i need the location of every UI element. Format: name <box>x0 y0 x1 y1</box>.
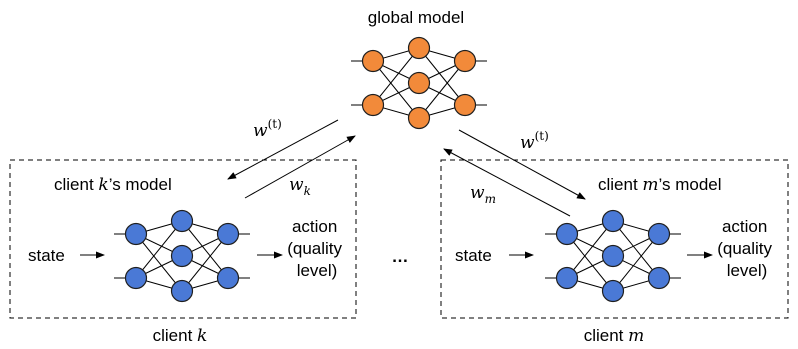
network-node <box>601 209 625 233</box>
network-node <box>601 244 625 268</box>
client-m-box <box>440 159 789 319</box>
network-node <box>647 266 671 290</box>
client-k-state-label: state <box>28 246 65 265</box>
upload-arrow-client-k <box>244 135 356 199</box>
network-node <box>170 209 194 233</box>
download-arrow-client-m <box>458 129 586 200</box>
network-node <box>361 93 385 117</box>
network-edge <box>181 233 229 292</box>
network-node <box>361 49 385 73</box>
network-edge <box>181 220 229 279</box>
network-edge <box>612 233 660 292</box>
upload-weight-label-k: wk <box>289 175 311 198</box>
network-node <box>216 222 240 246</box>
network-edge <box>372 47 420 106</box>
network-edge <box>418 47 466 106</box>
network-node <box>216 266 240 290</box>
network-edge <box>135 220 183 279</box>
download-weight-label-left: w(t) <box>253 117 282 141</box>
upload-weight-label-m: wm <box>470 183 496 206</box>
network-node <box>453 49 477 73</box>
network-node <box>170 244 194 268</box>
client-k-box <box>9 159 357 319</box>
network-node <box>647 222 671 246</box>
client-m-footer-label: client m <box>584 326 645 346</box>
network-node <box>555 222 579 246</box>
network-node <box>453 93 477 117</box>
client-k-model-label: client k’s model <box>54 175 172 195</box>
network-node <box>555 266 579 290</box>
network-edge <box>566 220 614 279</box>
download-weight-label-right: w(t) <box>520 129 549 153</box>
ellipsis: … <box>392 247 409 266</box>
network-node <box>407 71 431 95</box>
network-edge <box>566 233 614 292</box>
network-node <box>601 279 625 303</box>
upload-arrow-client-m <box>443 148 571 217</box>
client-m-network <box>545 209 681 303</box>
network-node <box>124 222 148 246</box>
client-k-footer-label: client k <box>153 326 208 346</box>
global-model-title: global model <box>368 8 464 27</box>
network-edge <box>372 60 420 119</box>
network-node <box>407 36 431 60</box>
network-edge <box>612 220 660 279</box>
download-arrow-client-k <box>227 119 339 180</box>
network-edge <box>135 233 183 292</box>
network-node <box>170 279 194 303</box>
client-m-action-label: action (quality level) <box>717 217 777 280</box>
client-m-state-label: state <box>455 246 492 265</box>
network-node <box>407 106 431 130</box>
client-k-network <box>114 209 250 303</box>
global-model-network <box>351 36 487 130</box>
client-k-action-label: action (quality level) <box>287 217 347 280</box>
client-m-model-label: client m’s model <box>598 175 722 195</box>
network-node <box>124 266 148 290</box>
network-edge <box>418 60 466 119</box>
